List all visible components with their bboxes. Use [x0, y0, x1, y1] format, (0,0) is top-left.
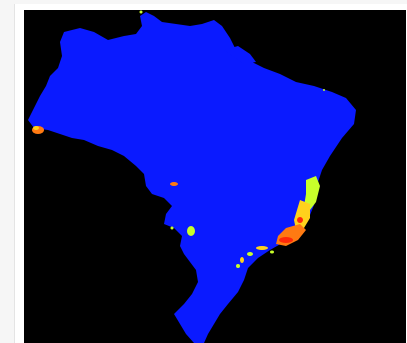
hotspot-southeast-peak-2 — [297, 217, 303, 223]
hotspot-central — [170, 182, 178, 186]
hotspot-north-speck — [139, 10, 143, 14]
hotspot-south-coast-4 — [236, 264, 240, 268]
brazil-landmass — [28, 12, 356, 343]
brazil-heatmap-image — [24, 10, 406, 343]
hotspot-midwest — [187, 226, 195, 236]
hotspot-southeast-mid — [294, 200, 310, 230]
hotspot-southeast-north — [304, 176, 320, 210]
hotspot-south-coast-2 — [247, 252, 253, 256]
hotspot-south-coast-5 — [270, 250, 274, 254]
hotspot-midwest-dot — [170, 226, 174, 230]
hotspot-west-core — [33, 126, 39, 130]
hotspot-south-coast-3 — [240, 257, 244, 263]
hotspots-layer — [32, 10, 325, 268]
hotspot-south-coast — [256, 246, 268, 250]
hotspot-northeast-speck — [323, 89, 325, 91]
hotspot-southeast-peak — [279, 237, 293, 243]
northeast-coast-detail — [224, 46, 256, 64]
brazil-map-svg — [24, 10, 406, 343]
